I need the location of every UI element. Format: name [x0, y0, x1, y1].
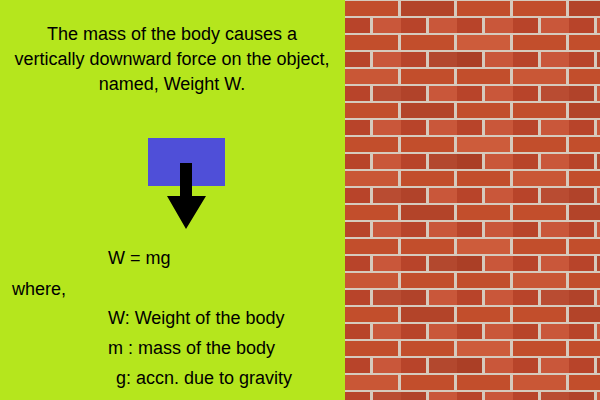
definition-label: W: Weight of the body	[108, 307, 284, 329]
description-note: The mass of the body causes a vertically…	[12, 22, 332, 97]
lime-panel	[0, 0, 345, 400]
definition-label: g: accn. due to gravity	[116, 367, 292, 389]
where-label: where,	[12, 278, 66, 300]
brick-shading	[345, 0, 600, 400]
formula-label: W = mg	[108, 247, 171, 269]
definition-label: m : mass of the body	[108, 337, 275, 359]
brick-wall	[345, 0, 600, 400]
weight-arrow	[167, 163, 206, 229]
